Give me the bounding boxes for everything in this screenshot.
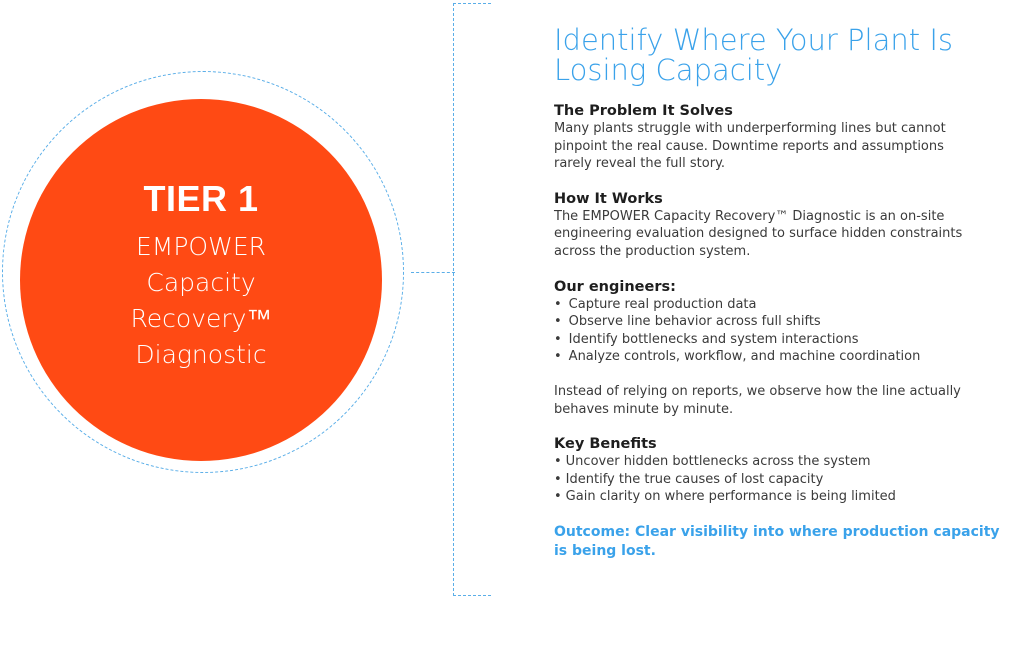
text-line: behaves minute by minute.: [554, 401, 734, 417]
benefits-section: Key Benefits •Uncover hidden bottlenecks…: [554, 435, 1022, 506]
tier-circle: TIER 1 EMPOWER Capacity Recovery™ Diagno…: [20, 99, 382, 461]
problem-title: The Problem It Solves: [554, 103, 733, 119]
outer-dashed-ring: [2, 71, 404, 473]
list-item-text: Identify bottlenecks and system interact…: [568, 331, 859, 347]
list-item-text: Analyze controls, workflow, and machine …: [568, 349, 921, 365]
headline-line: Losing Capacity: [554, 53, 783, 87]
list-item: • Capture real production data: [554, 296, 1022, 314]
benefits-list: •Uncover hidden bottlenecks across the s…: [554, 453, 1022, 506]
tier-name-line: EMPOWER: [135, 232, 266, 261]
how-text: The EMPOWER Capacity Recovery™ Diagnosti…: [554, 208, 1022, 261]
dashed-bracket: [453, 3, 491, 596]
text-line: Instead of relying on reports, we observ…: [554, 383, 961, 399]
tier-name: EMPOWER Capacity Recovery™ Diagnostic: [20, 229, 382, 373]
content-column: Identify Where Your Plant Is Losing Capa…: [554, 25, 1022, 561]
engineers-list: • Capture real production data • Observe l…: [554, 296, 1022, 366]
tier-name-line: Recovery™: [130, 304, 272, 333]
text-line: The EMPOWER Capacity Recovery™ Diagnosti…: [554, 208, 945, 224]
outcome-line: Outcome: Clear visibility into where pro…: [554, 523, 1000, 540]
list-item-text: Uncover hidden bottlenecks across the sy…: [565, 454, 871, 470]
text-line: engineering evaluation designed to surfa…: [554, 226, 963, 242]
engineers-section: Our engineers: • Capture real production …: [554, 278, 1022, 366]
benefits-title: Key Benefits: [554, 436, 657, 453]
instead-text: Instead of relying on reports, we observ…: [554, 383, 1022, 418]
list-item-text: Identify the true causes of lost capacit…: [565, 471, 824, 487]
how-section: How It Works The EMPOWER Capacity Recove…: [554, 190, 1022, 261]
list-item-text: Observe line behavior across full shifts: [568, 314, 821, 330]
tier-name-line: Capacity: [146, 268, 256, 297]
list-item: • Analyze controls, workflow, and machine…: [554, 348, 1022, 366]
bullet-icon: •: [554, 349, 562, 365]
outcome-line: is being lost.: [554, 542, 656, 559]
problem-section: The Problem It Solves Many plants strugg…: [554, 102, 1022, 173]
tier-title: TIER 1: [143, 178, 259, 219]
bullet-icon: •: [554, 489, 562, 505]
bullet-icon: •: [554, 454, 562, 470]
bullet-icon: •: [554, 471, 562, 487]
headline-line: Identify Where Your Plant Is: [554, 23, 954, 57]
text-line: rarely reveal the full story.: [554, 156, 726, 172]
tier-name-line: Diagnostic: [135, 340, 267, 369]
instead-section: Instead of relying on reports, we observ…: [554, 383, 1022, 418]
list-item-text: Gain clarity on where performance is bei…: [565, 489, 896, 505]
list-item: • Identify bottlenecks and system interac…: [554, 331, 1022, 349]
text-line: Many plants struggle with underperformin…: [554, 121, 946, 136]
list-item: • Observe line behavior across full shift…: [554, 313, 1022, 331]
text-line: across the production system.: [554, 243, 751, 259]
text-line: pinpoint the real cause. Downtime report…: [554, 138, 944, 154]
list-item: •Gain clarity on where performance is be…: [554, 488, 1022, 506]
bullet-icon: •: [554, 314, 562, 330]
bullet-icon: •: [554, 296, 562, 312]
dashed-connector-line: [411, 272, 455, 273]
list-item: •Uncover hidden bottlenecks across the s…: [554, 453, 1022, 471]
problem-text: Many plants struggle with underperformin…: [554, 120, 1022, 173]
engineers-title: Our engineers:: [554, 278, 676, 295]
outcome-statement: Outcome: Clear visibility into where pro…: [554, 523, 1022, 561]
list-item-text: Capture real production data: [568, 296, 757, 312]
bullet-icon: •: [554, 331, 562, 347]
list-item: •Identify the true causes of lost capaci…: [554, 471, 1022, 489]
how-title: How It Works: [554, 190, 663, 207]
page-headline: Identify Where Your Plant Is Losing Capa…: [554, 25, 1022, 85]
